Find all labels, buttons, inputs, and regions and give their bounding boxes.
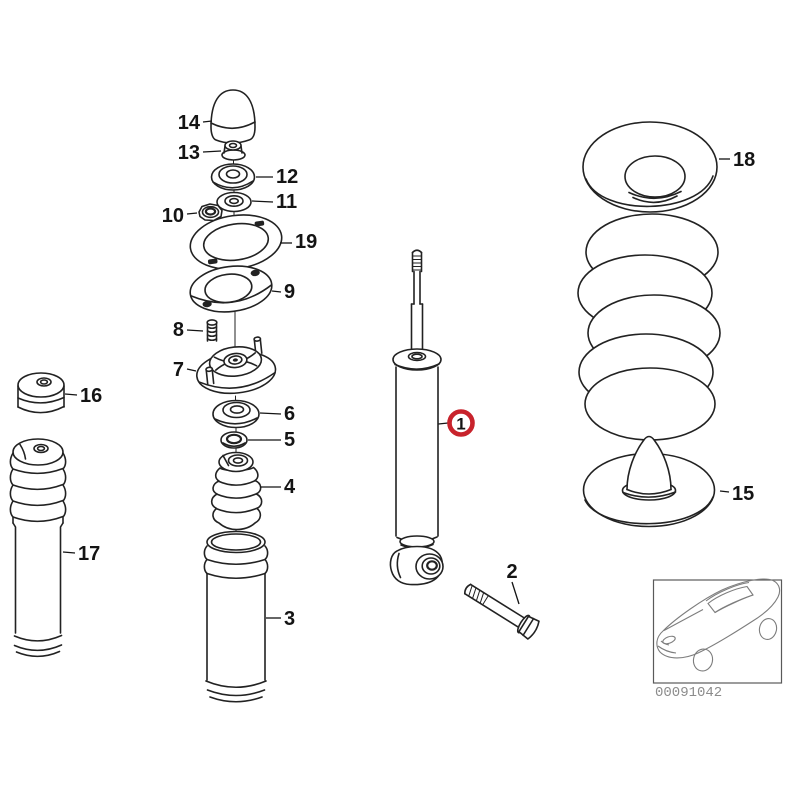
callout-14[interactable]: 14 xyxy=(178,112,201,134)
callout-3[interactable]: 3 xyxy=(284,608,295,630)
highlight-ring-icon[interactable] xyxy=(447,409,475,437)
part-11-washer xyxy=(216,191,252,213)
callout-18[interactable]: 18 xyxy=(733,149,755,171)
part-17-bump-stop-long xyxy=(9,438,67,658)
callout-12[interactable]: 12 xyxy=(276,166,298,188)
part-16-cap xyxy=(17,372,65,414)
car-icon xyxy=(656,578,781,672)
part-4-bump-stop xyxy=(210,451,263,531)
callout-2[interactable]: 2 xyxy=(506,561,517,583)
part-12-support-bearing xyxy=(210,163,256,191)
callout-13[interactable]: 13 xyxy=(178,142,200,164)
callout-19[interactable]: 19 xyxy=(295,231,317,253)
part-19-gasket xyxy=(189,214,283,270)
part-13-nut xyxy=(221,140,246,161)
part-10-hex-nut xyxy=(198,203,223,222)
callout-17[interactable]: 17 xyxy=(78,543,100,565)
highlighted-callout-1[interactable]: 1 xyxy=(447,409,475,437)
part-18-upper-spring-pad xyxy=(582,121,718,213)
part-1-shock-absorber xyxy=(389,249,444,586)
callout-9[interactable]: 9 xyxy=(284,281,295,303)
part-5-bushing-ring xyxy=(220,431,248,449)
car-thumbnail: 00091042 xyxy=(652,578,783,701)
callout-7[interactable]: 7 xyxy=(173,359,184,381)
thread-hatching xyxy=(412,255,422,271)
part-6-dome-washer xyxy=(212,399,260,429)
callout-6[interactable]: 6 xyxy=(284,403,295,425)
part-9-flange-plate xyxy=(189,265,273,313)
thumbnail-frame xyxy=(652,579,783,684)
part-2-bolt xyxy=(463,583,540,640)
coil-spring xyxy=(577,213,721,441)
callout-11[interactable]: 11 xyxy=(276,191,297,213)
part-7-strut-mount xyxy=(196,336,277,395)
callout-15[interactable]: 15 xyxy=(732,483,754,505)
part-15-lower-spring-pad xyxy=(582,435,716,528)
part-3-dust-cover-tube xyxy=(203,530,269,703)
part-14-dome-cap xyxy=(210,89,256,144)
callout-5[interactable]: 5 xyxy=(284,429,295,451)
callout-8[interactable]: 8 xyxy=(173,319,184,341)
callout-1[interactable]: 1 xyxy=(456,415,465,434)
part-8-stud xyxy=(206,319,218,342)
callout-16[interactable]: 16 xyxy=(80,385,102,407)
callout-10[interactable]: 10 xyxy=(162,205,184,227)
callout-4[interactable]: 4 xyxy=(284,476,296,498)
leader-lines xyxy=(62,120,730,619)
callout-labels: 14 13 12 11 10 19 9 8 7 16 6 5 4 17 3 2 … xyxy=(78,112,755,630)
diagram-number: 00091042 xyxy=(655,685,722,701)
bolt-thread-hatching xyxy=(468,585,489,606)
